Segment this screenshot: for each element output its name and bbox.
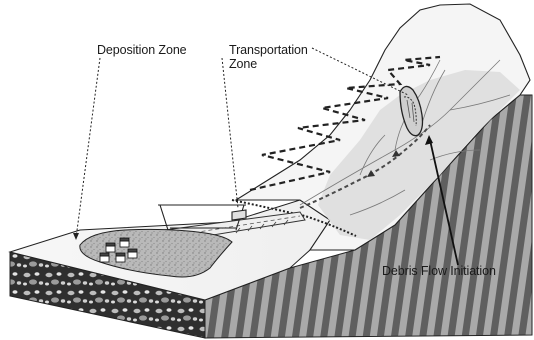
deposition-zone-label: Deposition Zone (97, 43, 187, 57)
transportation-zone-label: Transportation Zone (229, 43, 308, 71)
deposition-zone-leader (76, 58, 100, 238)
transportation-zone-leader (222, 58, 238, 208)
debris-flow-initiation-label: Debris Flow Initiation (382, 264, 496, 278)
transportation-zone-label-line1: Transportation (229, 43, 308, 57)
transportation-zone-label-line2: Zone (229, 57, 308, 71)
